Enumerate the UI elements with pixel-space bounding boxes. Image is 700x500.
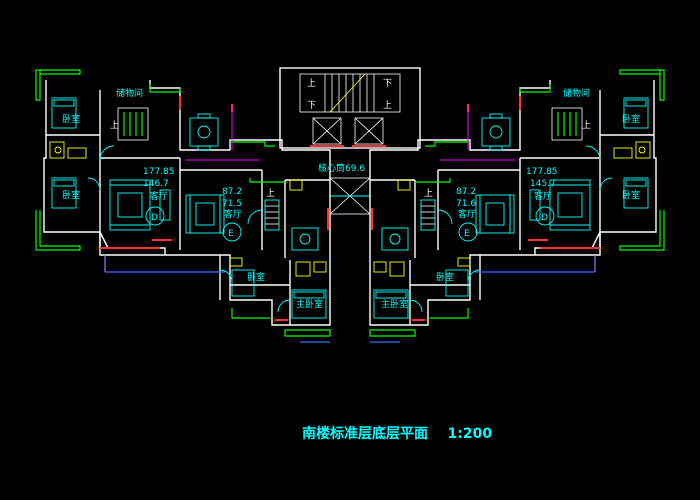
left-living-d-label: 客厅 (150, 190, 168, 202)
central-core (279, 67, 421, 215)
right-bedroom-e-label: 卧室 (436, 271, 454, 283)
right-wing (369, 69, 665, 343)
stair-down-label-2: 下 (307, 101, 316, 111)
right-area-e2: 71.6 (456, 199, 476, 209)
left-bedroom-mid-label: 卧室 (62, 189, 80, 201)
right-unit-e-letter: E (464, 229, 470, 239)
right-bedroom-mid-label: 卧室 (622, 189, 640, 201)
unit-d-left-marker (145, 206, 165, 226)
left-master-bedroom-label: 主卧室 (296, 298, 323, 310)
left-bedroom-e-label: 卧室 (247, 271, 265, 283)
stair-up-label-2: 上 (383, 100, 392, 111)
left-bedroom-top-label: 卧室 (62, 113, 80, 125)
left-living-e-label: 客厅 (224, 208, 242, 220)
stair-up-label-1: 上 (307, 78, 316, 89)
right-area-2: 145.7 (530, 179, 556, 189)
core-area-label: 核心筒69.6 (318, 162, 365, 174)
right-unit-d-letter: D (541, 213, 548, 223)
left-area-e2: 71.5 (222, 199, 242, 209)
right-area-1: 177.85 (526, 167, 558, 177)
right-unit-stair-up: 上 (424, 188, 433, 199)
unit-e-left-marker (222, 222, 242, 242)
drawing-caption: 南楼标准层底层平面 1:200 (302, 425, 492, 442)
left-unit-e-letter: E (228, 229, 234, 239)
right-storage-stair-up: 上 (582, 120, 591, 131)
left-storage-label: 储物间 (116, 87, 143, 99)
left-area-2: 146.7 (143, 179, 169, 189)
left-unit-d-letter: D (151, 213, 158, 223)
left-unit-stair-up: 上 (266, 188, 275, 199)
right-living-d-label: 客厅 (534, 190, 552, 202)
right-bedroom-top-label: 卧室 (622, 113, 640, 125)
left-area-e1: 87.2 (222, 187, 242, 197)
stair-down-label-1: 下 (383, 79, 392, 89)
left-storage-stair-up: 上 (110, 120, 119, 131)
left-wing (35, 69, 331, 343)
right-storage-label: 储物间 (563, 87, 590, 99)
left-area-1: 177.85 (143, 167, 175, 177)
right-area-e1: 87.2 (456, 187, 476, 197)
right-master-bedroom-label: 主卧室 (381, 298, 408, 310)
right-living-e-label: 客厅 (458, 208, 476, 220)
